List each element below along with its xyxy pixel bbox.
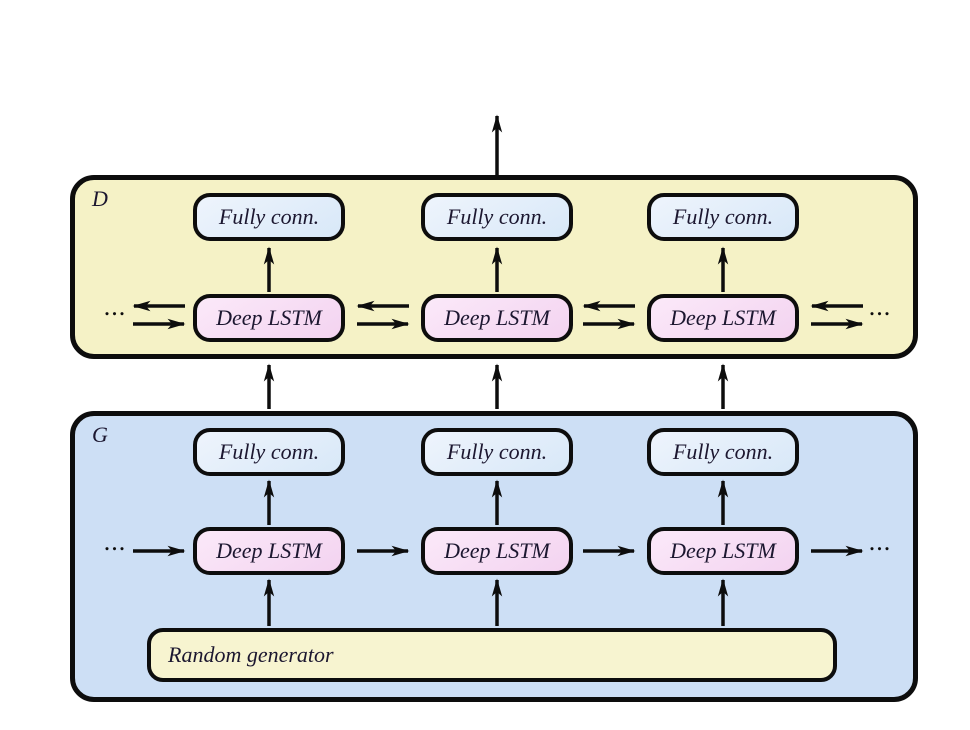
deep-lstm-node: Deep LSTM	[193, 294, 345, 342]
generator-label: G	[92, 422, 108, 447]
generator-ellipsis-left: ...	[103, 527, 127, 556]
random-generator-node: Random generator	[147, 628, 837, 682]
deep-lstm-node: Deep LSTM	[193, 527, 345, 575]
discriminator-label: D	[92, 186, 108, 211]
generator-ellipsis-right: ...	[868, 527, 892, 556]
fully-connected-node: Fully conn.	[421, 193, 573, 241]
fully-connected-node: Fully conn.	[647, 193, 799, 241]
deep-lstm-node: Deep LSTM	[647, 294, 799, 342]
g-to-d-arrows	[263, 363, 729, 409]
fully-connected-node: Fully conn.	[193, 193, 345, 241]
fully-connected-node: Fully conn.	[647, 428, 799, 476]
discriminator-ellipsis-left: ...	[103, 292, 127, 321]
discriminator-ellipsis-right: ...	[868, 292, 892, 321]
deep-lstm-node: Deep LSTM	[421, 294, 573, 342]
fully-connected-node: Fully conn.	[421, 428, 573, 476]
fully-connected-node: Fully conn.	[193, 428, 345, 476]
deep-lstm-node: Deep LSTM	[421, 527, 573, 575]
deep-lstm-node: Deep LSTM	[647, 527, 799, 575]
